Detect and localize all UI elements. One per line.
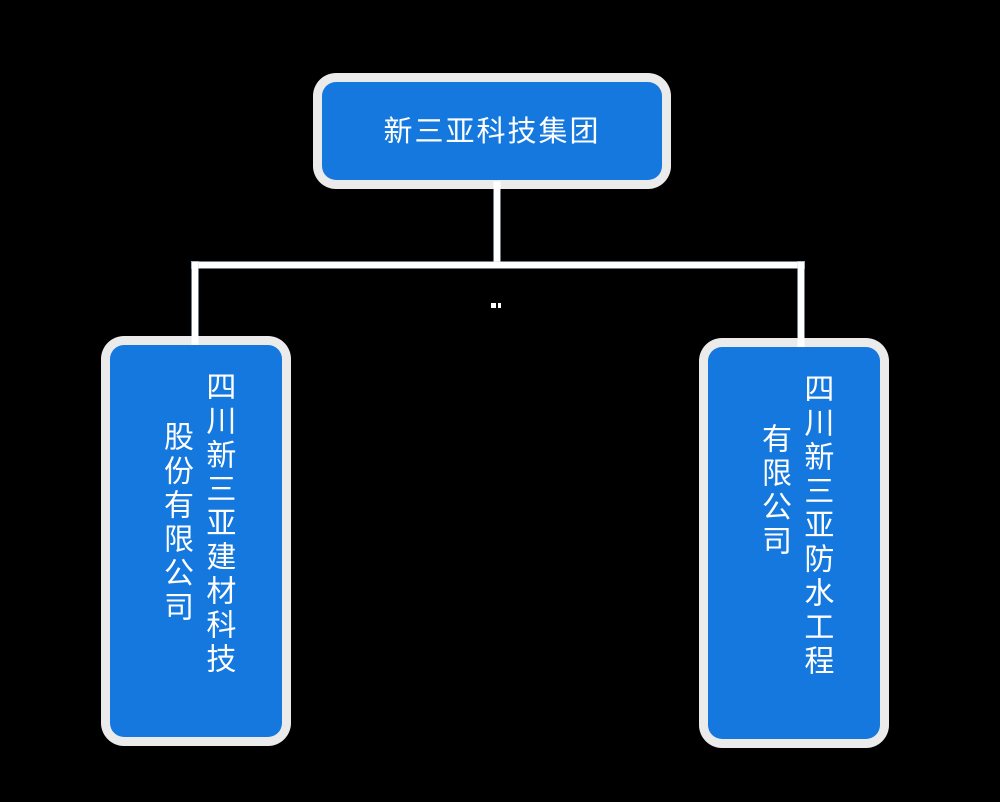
org-node-right-child[interactable]: 四川新三亚防水工程 有限公司 [708, 347, 880, 739]
center-artifact-mark-b [498, 303, 501, 308]
org-node-left-child[interactable]: 四川新三亚建材科技 股份有限公司 [110, 345, 282, 737]
org-node-left-child-text: 四川新三亚建材科技 股份有限公司 [156, 371, 237, 737]
org-node-root[interactable]: 新三亚科技集团 [322, 82, 662, 180]
org-node-right-child-label-column-2: 有限公司 [756, 423, 791, 559]
org-node-right-child-label-column-1: 四川新三亚防水工程 [798, 373, 834, 679]
org-node-right-child-text: 四川新三亚防水工程 有限公司 [754, 373, 835, 739]
connector-to-left-child [192, 262, 198, 350]
center-artifact-mark-a [491, 303, 496, 308]
connector-horizontal-crossbar [192, 262, 804, 268]
org-node-left-child-label-column-1: 四川新三亚建材科技 [200, 371, 236, 677]
connector-root-trunk [494, 182, 500, 266]
connector-to-right-child [798, 262, 804, 352]
org-node-root-label: 新三亚科技集团 [383, 113, 601, 148]
org-node-left-child-label-column-2: 股份有限公司 [158, 421, 193, 625]
